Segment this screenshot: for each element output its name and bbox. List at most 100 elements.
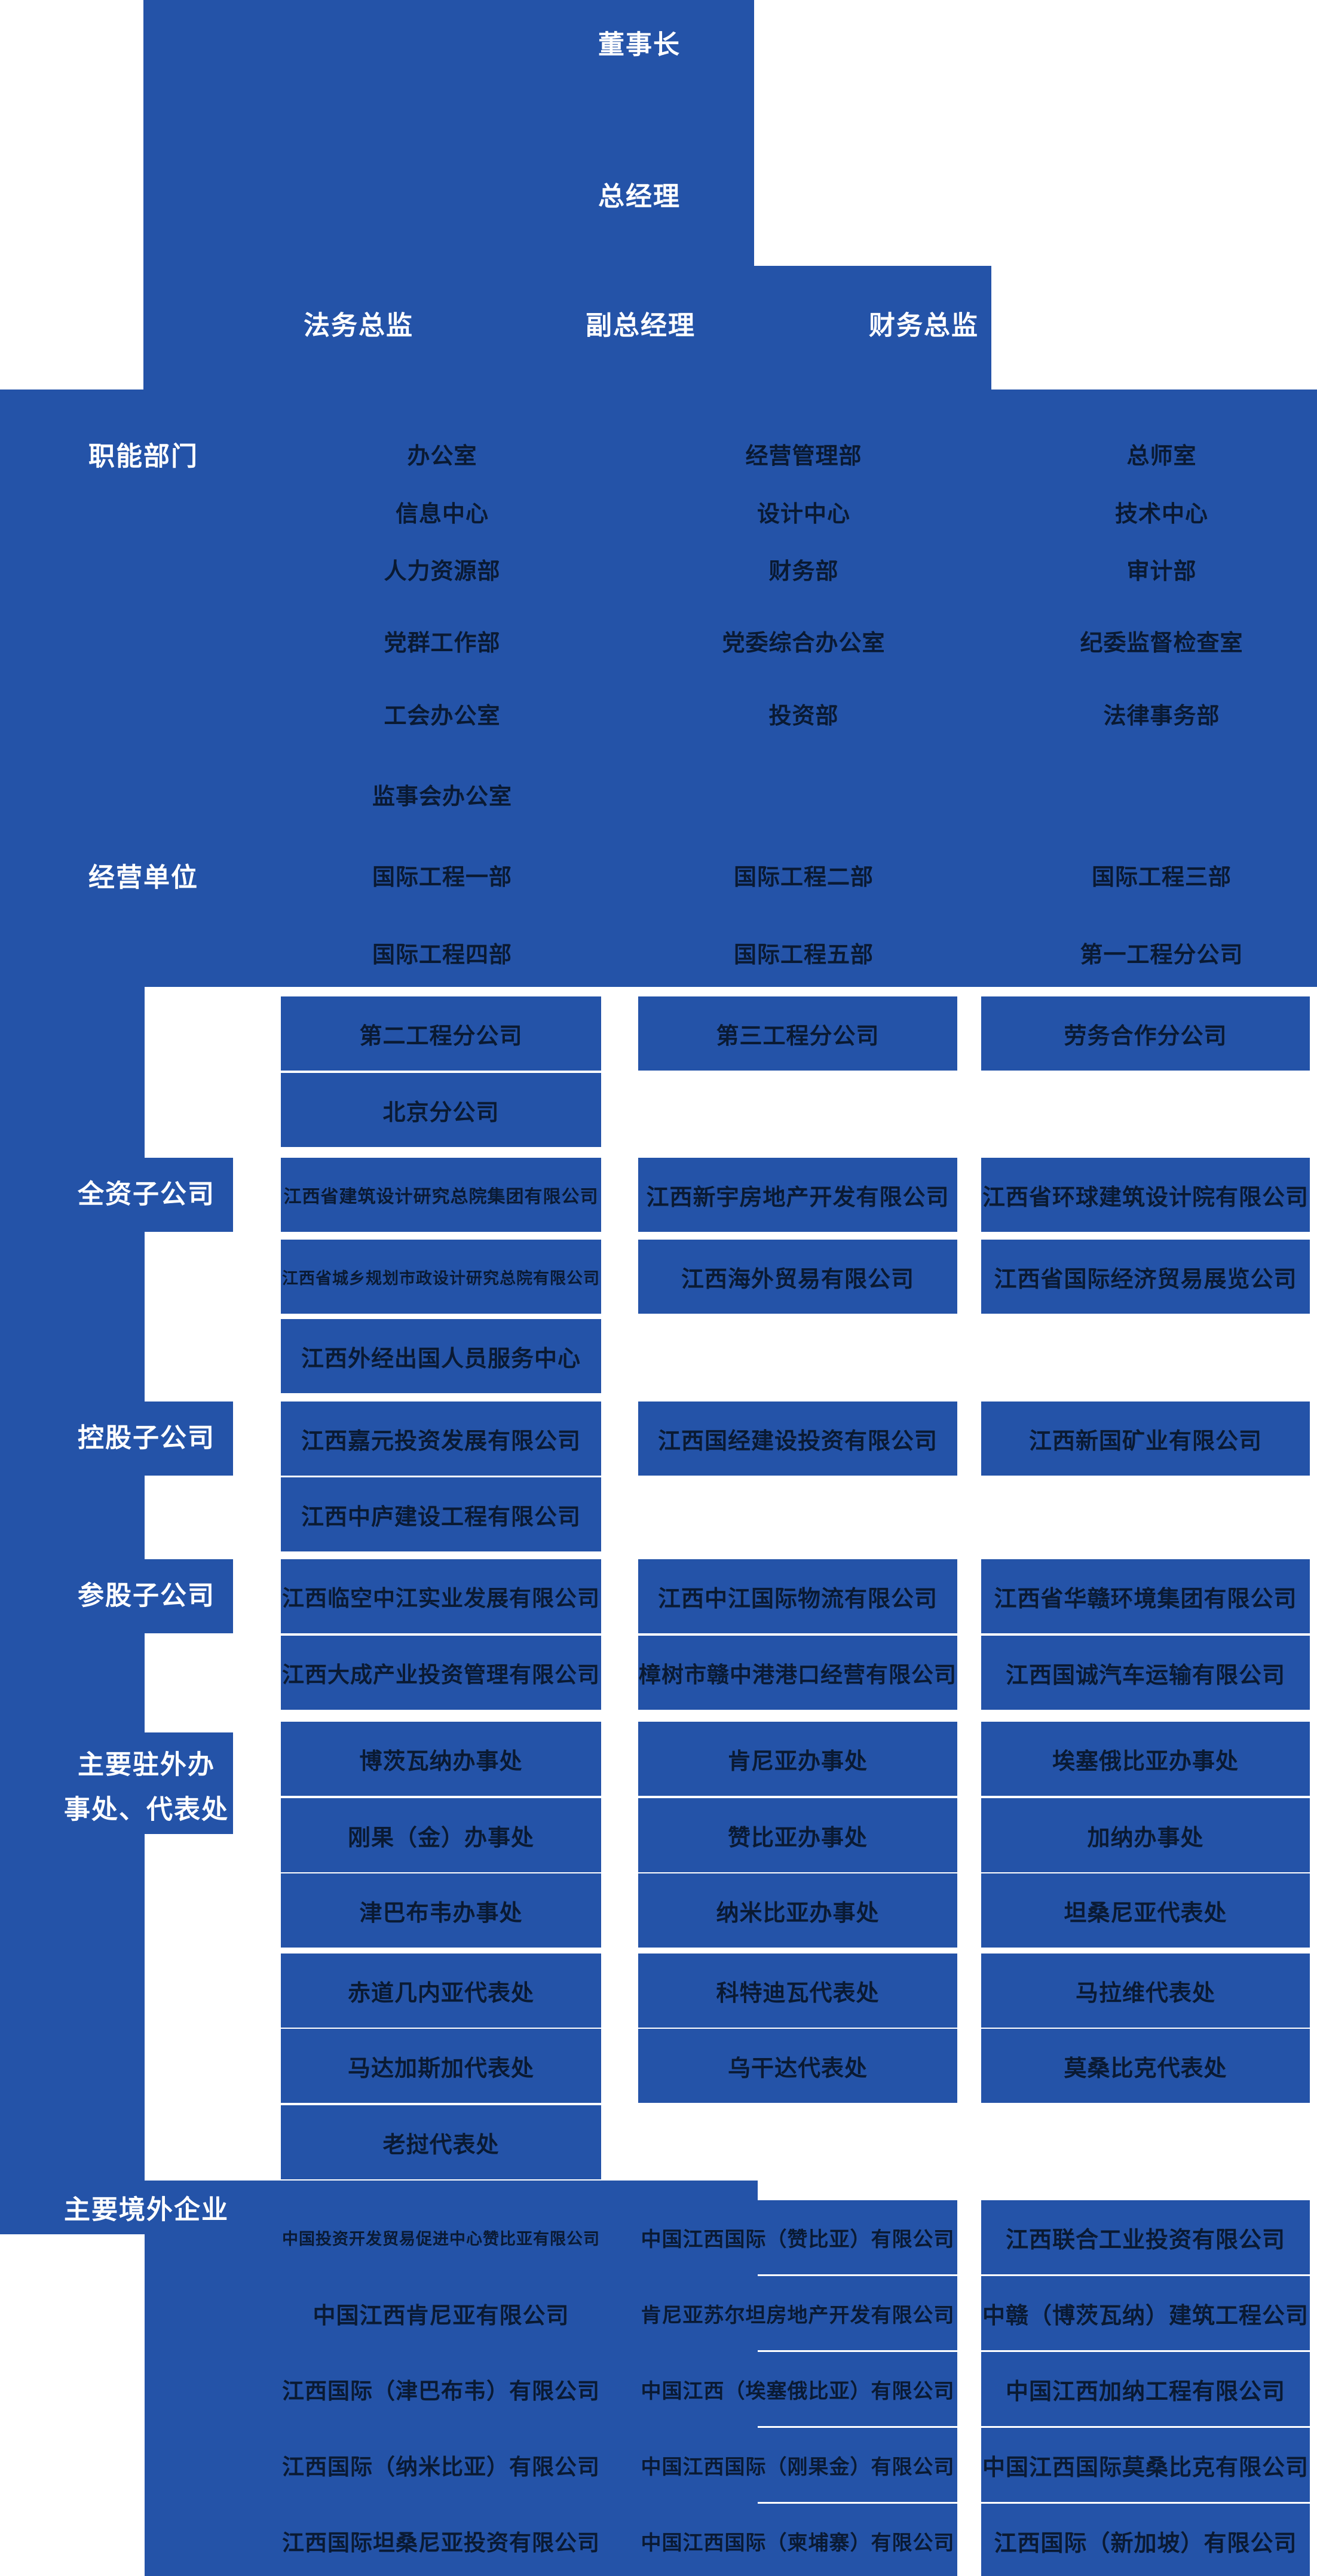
org-box-label: 江西海外贸易有限公司: [681, 1266, 914, 1292]
org-box-label: 北京分公司: [382, 1100, 500, 1126]
org-box-label: 中国江西加纳工程有限公司: [1005, 2379, 1285, 2405]
blue-shape-2: [0, 390, 1317, 987]
deputy-gm-node: 副总经理: [586, 311, 696, 341]
dept-cell-r5-c3: 法律事务部: [1103, 704, 1220, 729]
org-box-label: 中国江西国际（赞比亚）有限公司: [641, 2228, 955, 2251]
org-box-r3-c3: 江西省环球建筑设计院有限公司: [981, 1158, 1310, 1232]
dept-cell-r7-c2: 国际工程二部: [733, 865, 874, 891]
finance-director-node: 财务总监: [869, 311, 979, 341]
org-box-r18-c2: 中国江西（埃塞俄比亚）有限公司: [638, 2352, 957, 2426]
org-box-r13-c2: 科特迪瓦代表处: [638, 1954, 957, 2028]
dept-cell-r4-c3: 纪委监督检查室: [1080, 631, 1244, 657]
blue-shape-0: [143, 0, 754, 390]
org-box-r4-c1: 江西省城乡规划市政设计研究总院有限公司: [281, 1240, 601, 1314]
org-box-r20-c1: 江西国际坦桑尼亚投资有限公司: [281, 2504, 601, 2576]
org-box-r3-c1: 江西省建筑设计研究总院集团有限公司: [281, 1158, 601, 1232]
org-box-label: 劳务合作分公司: [1064, 1023, 1227, 1049]
org-box-label: 中国江西国际（刚果金）有限公司: [641, 2455, 955, 2479]
dept-cell-r2-c1: 信息中心: [395, 502, 489, 528]
org-box-r4-c2: 江西海外贸易有限公司: [638, 1240, 957, 1314]
org-box-r2-c1: 北京分公司: [281, 1073, 601, 1147]
blue-shape-6: [0, 1559, 233, 1633]
dept-cell-r8-c3: 第一工程分公司: [1080, 943, 1244, 968]
org-box-r18-c1: 江西国际（津巴布韦）有限公司: [281, 2352, 601, 2426]
org-box-label: 江西新宇房地产开发有限公司: [646, 1185, 950, 1210]
org-box-r8-c1: 江西临空中江实业发展有限公司: [281, 1559, 601, 1633]
blue-shape-1: [754, 266, 991, 390]
org-box-label: 肯尼亚苏尔坦房地产开发有限公司: [641, 2304, 955, 2327]
org-box-label: 津巴布韦办事处: [359, 1900, 523, 1926]
org-box-label: 马拉维代表处: [1075, 1980, 1215, 2006]
org-box-r9-c1: 江西大成产业投资管理有限公司: [281, 1636, 601, 1710]
org-box-label: 江西国际（纳米比亚）有限公司: [282, 2455, 600, 2479]
dept-cell-r7-c3: 国际工程三部: [1091, 865, 1232, 891]
section-label-wholly-owned-subsidiaries: 全资子公司: [78, 1179, 215, 1209]
org-box-r14-c1: 马达加斯加代表处: [281, 2029, 601, 2103]
org-box-label: 江西外经出国人员服务中心: [301, 1346, 581, 1372]
org-box-r17-c3: 中赣（博茨瓦纳）建筑工程公司: [981, 2276, 1310, 2350]
org-box-label: 坦桑尼亚代表处: [1064, 1900, 1227, 1926]
org-box-label: 江西大成产业投资管理有限公司: [282, 1663, 600, 1687]
org-box-r1-c1: 第二工程分公司: [281, 996, 601, 1071]
org-box-label: 江西中江国际物流有限公司: [657, 1586, 938, 1612]
org-box-label: 江西联合工业投资有限公司: [1005, 2227, 1285, 2253]
blue-shape-5: [0, 1402, 233, 1476]
org-box-label: 赞比亚办事处: [727, 1825, 868, 1851]
org-box-r10-c1: 博茨瓦纳办事处: [281, 1722, 601, 1796]
org-box-r20-c2: 中国江西国际（柬埔寨）有限公司: [638, 2504, 957, 2576]
org-box-r16-c1: 中国投资开发贸易促进中心赞比亚有限公司: [281, 2200, 601, 2274]
org-box-r7-c1: 江西中庐建设工程有限公司: [281, 1477, 601, 1551]
org-box-r10-c2: 肯尼亚办事处: [638, 1722, 957, 1796]
section-label-minority-stake-subsidiaries: 参股子公司: [78, 1581, 215, 1611]
org-box-r14-c2: 乌干达代表处: [638, 2029, 957, 2103]
section-label-functional-departments: 职能部门: [88, 441, 198, 471]
dept-cell-r2-c2: 设计中心: [756, 502, 851, 528]
org-box-label: 樟树市赣中港港口经营有限公司: [639, 1663, 957, 1687]
org-box-label: 江西临空中江实业发展有限公司: [282, 1586, 600, 1611]
org-box-label: 科特迪瓦代表处: [716, 1980, 880, 2006]
org-box-label: 江西省城乡规划市政设计研究总院有限公司: [282, 1269, 600, 1287]
org-box-r19-c3: 中国江西国际莫桑比克有限公司: [981, 2428, 1310, 2502]
general-manager-node: 总经理: [598, 182, 681, 211]
org-box-r13-c1: 赤道几内亚代表处: [281, 1954, 601, 2028]
dept-cell-r1-c3: 总师室: [1126, 444, 1197, 470]
section-label-holding-subsidiaries: 控股子公司: [78, 1423, 215, 1453]
org-box-r11-c1: 刚果（金）办事处: [281, 1798, 601, 1872]
org-box-r5-c1: 江西外经出国人员服务中心: [281, 1319, 601, 1393]
org-box-label: 江西国诚汽车运输有限公司: [1005, 1663, 1285, 1688]
org-box-r3-c2: 江西新宇房地产开发有限公司: [638, 1158, 957, 1232]
dept-cell-r1-c1: 办公室: [407, 444, 477, 470]
org-box-r16-c2: 中国江西国际（赞比亚）有限公司: [638, 2200, 957, 2274]
dept-cell-r5-c2: 投资部: [768, 704, 839, 729]
chairman-node: 董事长: [598, 30, 681, 60]
org-box-label: 加纳办事处: [1087, 1825, 1204, 1851]
org-box-label: 江西国际（新加坡）有限公司: [994, 2531, 1297, 2556]
dept-cell-r4-c1: 党群工作部: [384, 631, 501, 657]
org-box-r20-c3: 江西国际（新加坡）有限公司: [981, 2504, 1310, 2576]
org-box-label: 江西国际坦桑尼亚投资有限公司: [282, 2531, 600, 2555]
dept-cell-r3-c1: 人力资源部: [384, 559, 501, 585]
org-box-label: 博茨瓦纳办事处: [359, 1749, 523, 1774]
org-box-label: 老挝代表处: [382, 2132, 500, 2158]
dept-cell-r3-c2: 财务部: [768, 559, 839, 585]
org-box-r11-c2: 赞比亚办事处: [638, 1798, 957, 1872]
org-box-r10-c3: 埃塞俄比亚办事处: [981, 1722, 1310, 1796]
org-box-label: 江西国际（津巴布韦）有限公司: [282, 2379, 600, 2403]
org-box-label: 第三工程分公司: [716, 1023, 880, 1049]
org-box-r8-c3: 江西省华赣环境集团有限公司: [981, 1559, 1310, 1633]
dept-cell-r8-c2: 国际工程五部: [733, 943, 874, 968]
org-box-label: 江西中庐建设工程有限公司: [301, 1504, 581, 1530]
org-box-label: 赤道几内亚代表处: [347, 1980, 534, 2006]
org-box-r17-c2: 肯尼亚苏尔坦房地产开发有限公司: [638, 2276, 957, 2350]
org-box-r11-c3: 加纳办事处: [981, 1798, 1310, 1872]
section-label-overseas-offices-line2: 事处、代表处: [64, 1795, 229, 1824]
dept-cell-r8-c1: 国际工程四部: [372, 943, 513, 968]
org-box-label: 第二工程分公司: [359, 1023, 523, 1049]
org-box-r12-c2: 纳米比亚办事处: [638, 1873, 957, 1948]
org-box-label: 中国江西（埃塞俄比亚）有限公司: [641, 2379, 955, 2403]
org-box-r13-c3: 马拉维代表处: [981, 1954, 1310, 2028]
blue-shape-7: [0, 1732, 233, 1834]
org-box-r6-c1: 江西嘉元投资发展有限公司: [281, 1402, 601, 1476]
blue-shape-4: [0, 1158, 233, 1232]
org-box-label: 中国江西肯尼亚有限公司: [313, 2303, 569, 2329]
